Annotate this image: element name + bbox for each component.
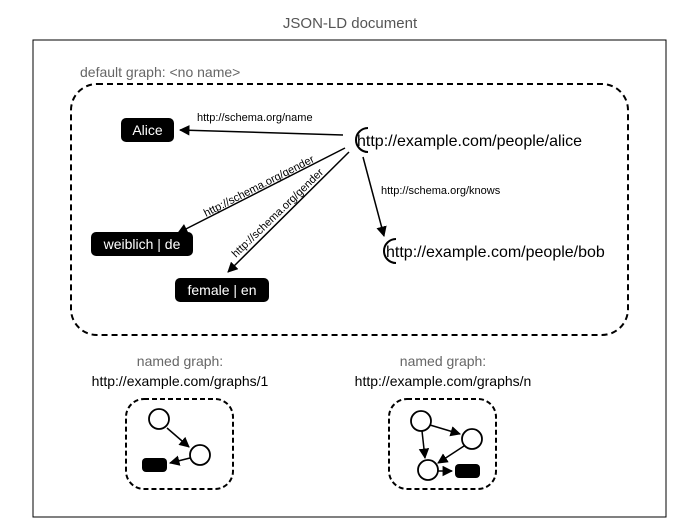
named-graph-1-node-a [148, 408, 170, 430]
named-graph-n-literal [455, 464, 480, 478]
literal-weiblich-text: weiblich | de [103, 236, 181, 252]
named-graph-1-caption: named graph: [137, 353, 223, 369]
named-graph-n-edge-ac [418, 430, 430, 460]
named-graph-1-boundary [125, 398, 234, 490]
edge-knows-line [362, 156, 387, 238]
document-title: JSON-LD document [283, 15, 418, 32]
literal-alice-box [121, 118, 174, 142]
named-graph-n-node-a [410, 410, 432, 432]
node-bob-circle [383, 238, 397, 264]
named-graph-n-caption: named graph: [400, 353, 486, 369]
edge-label-knows: http://schema.org/knows [381, 185, 501, 197]
default-graph-boundary [70, 83, 629, 336]
default-graph-label: default graph: <no name> [80, 64, 240, 80]
named-graph-n-node-c [417, 459, 439, 481]
named-graph-1-name: http://example.com/graphs/1 [92, 373, 269, 389]
named-graph-n-node-b [461, 428, 483, 450]
named-graph-1-edge-ab [166, 427, 190, 448]
literal-weiblich-box [91, 232, 193, 256]
edge-label-name: http://schema.org/name [197, 112, 313, 124]
named-graph-1-node-b [189, 444, 211, 466]
literal-female-box [175, 278, 269, 302]
edge-name-line [178, 125, 344, 136]
node-bob-label: http://example.com/people/bob [386, 244, 605, 261]
edge-gender-de-line [177, 147, 346, 234]
node-alice-label: http://example.com/people/alice [357, 133, 582, 150]
literal-alice-text: Alice [132, 122, 163, 138]
literal-female-text: female | en [187, 282, 256, 298]
node-alice-circle [355, 127, 369, 153]
document-frame [32, 39, 667, 518]
named-graph-n-name: http://example.com/graphs/n [355, 373, 532, 389]
named-graph-1-literal [142, 458, 167, 472]
named-graph-n-edge-ab [429, 424, 462, 437]
edge-gender-en-line [227, 151, 350, 273]
named-graph-n-edge-bc [437, 445, 465, 464]
named-graph-n-boundary [388, 398, 497, 490]
named-graph-1-edge-b-lit [168, 455, 191, 466]
